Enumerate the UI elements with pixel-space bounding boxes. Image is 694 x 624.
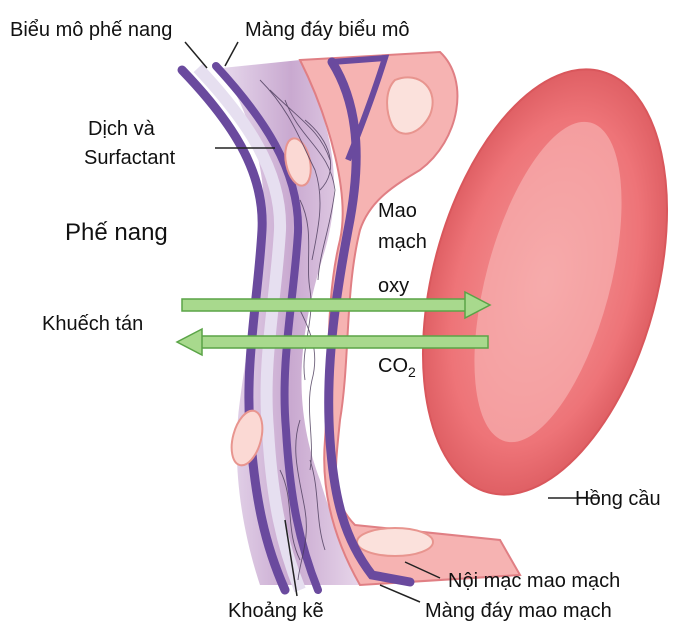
label-capillary-endothelium: Nội mạc mao mạch — [448, 570, 620, 592]
label-co2: CO2 — [378, 355, 416, 380]
label-co2-subscript: 2 — [408, 364, 416, 380]
label-epithelial-basement-membrane: Màng đáy biểu mô — [245, 19, 410, 41]
label-interstitium: Khoảng kẽ — [228, 600, 324, 622]
label-alveolus: Phế nang — [65, 219, 168, 246]
label-alveolar-epithelium: Biểu mô phế nang — [10, 19, 172, 41]
label-capillary-line1: Mao — [378, 200, 417, 222]
label-fluid-line2: Surfactant — [84, 147, 176, 169]
label-co2-main: CO — [378, 355, 408, 377]
endothelial-cell-bottom — [357, 528, 433, 556]
label-fluid-line1: Dịch và — [88, 118, 156, 140]
label-capillary-basement-membrane: Màng đáy mao mạch — [425, 600, 612, 622]
label-oxygen: oxy — [378, 275, 409, 297]
label-capillary-line2: mạch — [378, 231, 427, 253]
label-diffusion: Khuếch tán — [42, 313, 143, 335]
label-red-blood-cell: Hồng cầu — [575, 488, 661, 510]
